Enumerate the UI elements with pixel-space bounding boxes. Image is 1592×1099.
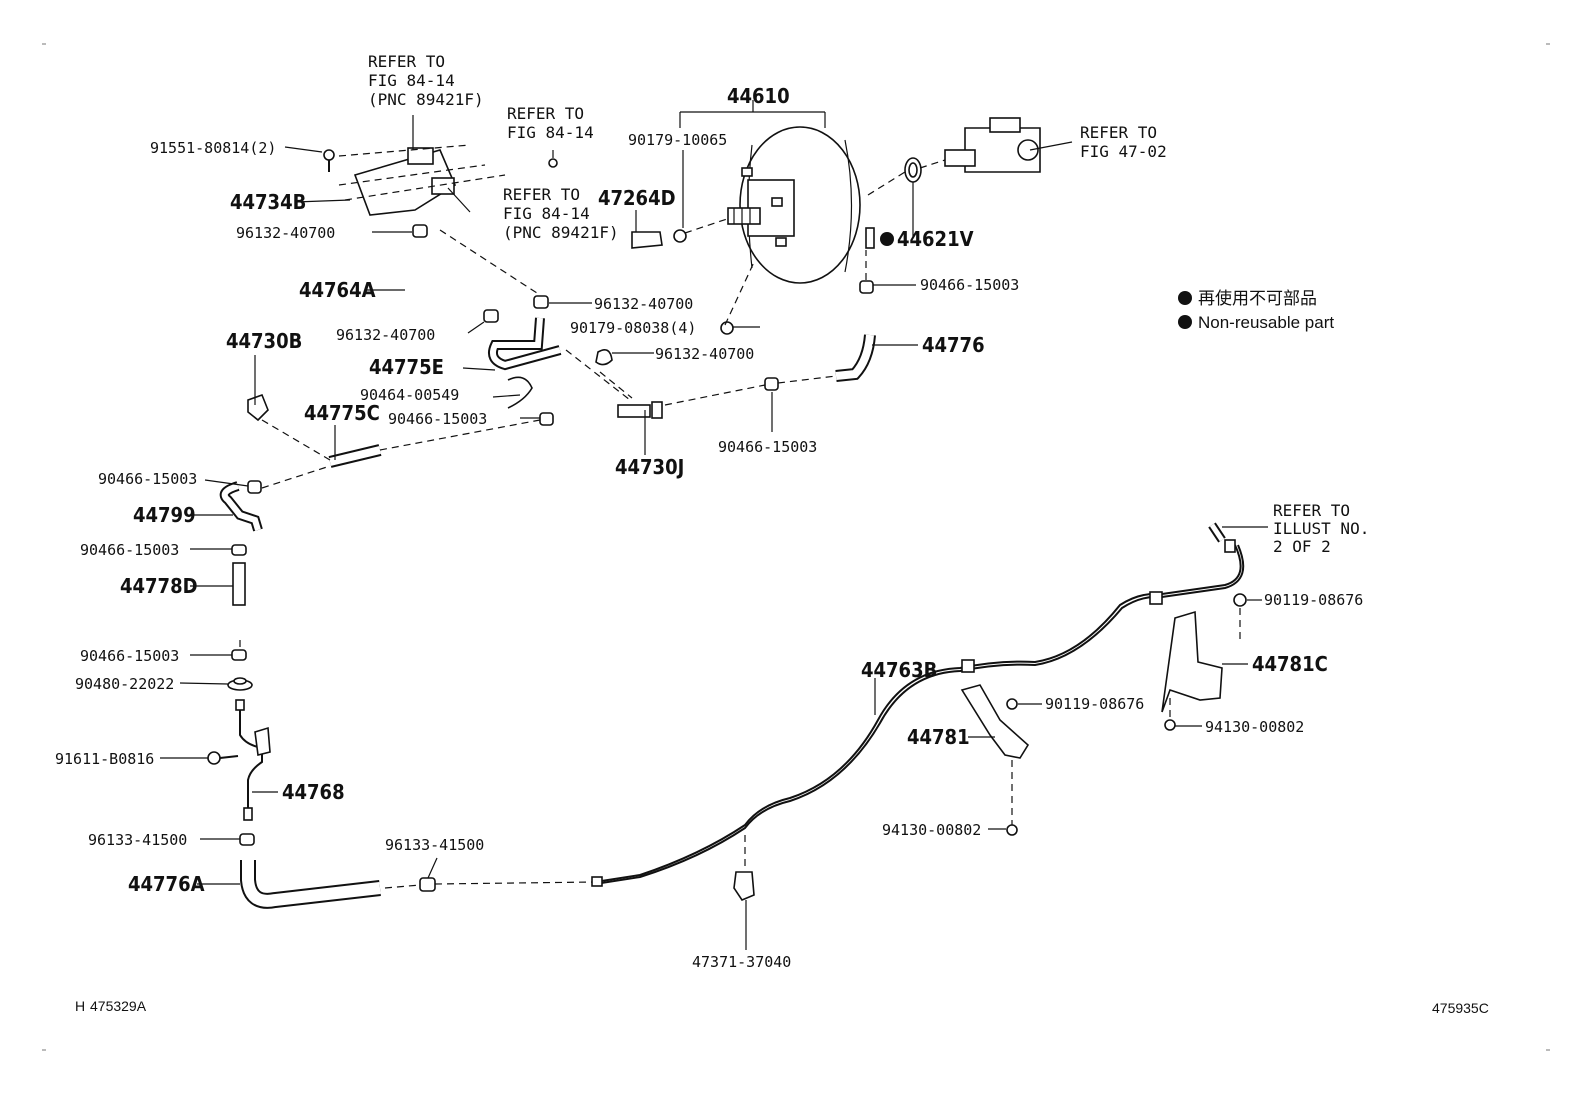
part-label-44775C: 44775C	[304, 401, 380, 425]
part-label-90466-e: 90466-15003	[718, 438, 817, 456]
refer-label-5-line2: ILLUST NO.	[1273, 519, 1369, 538]
part-label-90480: 90480-22022	[75, 675, 174, 693]
part-label-44734B: 44734B	[230, 190, 306, 214]
legend-text-en: Non-reusable part	[1198, 313, 1334, 332]
part-label-44621V: 44621V	[897, 227, 974, 251]
non-reusable-marker-icon	[880, 232, 894, 246]
part-label-44730J: 44730J	[615, 455, 684, 479]
part-label-96132-c: 96132-40700	[594, 295, 693, 313]
part-label-96132-a: 96132-40700	[236, 224, 335, 242]
part-label-44781: 44781	[907, 725, 970, 749]
refer-label-3-line1: REFER TO	[503, 185, 580, 204]
part-label-90179-a: 90179-10065	[628, 131, 727, 149]
part-label-96133-a: 96133-41500	[88, 831, 187, 849]
refer-label-2-line2: FIG 84-14	[507, 123, 594, 142]
refer-label-5-line1: REFER TO	[1273, 501, 1350, 520]
part-label-91551: 91551-80814(2)	[150, 139, 276, 157]
refer-label-4-line2: FIG 47-02	[1080, 142, 1167, 161]
part-label-47264D: 47264D	[598, 186, 676, 210]
legend: 再使用不可部品 Non-reusable part	[1178, 288, 1334, 332]
part-label-44764A: 44764A	[299, 278, 376, 302]
part-label-94130-a: 94130-00802	[882, 821, 981, 839]
refer-label-3-line2: FIG 84-14	[503, 204, 590, 223]
part-label-96133-b: 96133-41500	[385, 836, 484, 854]
refer-label-4-line1: REFER TO	[1080, 123, 1157, 142]
footer-prefix: H	[75, 998, 85, 1014]
footer-left-code: 475329A	[90, 998, 147, 1014]
part-label-44799: 44799	[133, 503, 196, 527]
refer-label-5-line3: 2 OF 2	[1273, 537, 1331, 556]
part-label-90466-d: 90466-15003	[80, 647, 179, 665]
part-label-96132-d: 96132-40700	[655, 345, 754, 363]
corner-marks	[42, 43, 1550, 1051]
brake-booster-drawing	[727, 117, 1041, 284]
part-label-44781C: 44781C	[1252, 652, 1328, 676]
part-label-44776: 44776	[922, 333, 985, 357]
footer-right-code: 475935C	[1432, 1000, 1489, 1016]
vacuum-pipe-drawing	[591, 522, 1247, 935]
part-label-47371: 47371-37040	[692, 953, 791, 971]
part-label-44778D: 44778D	[120, 574, 198, 598]
part-label-44730B: 44730B	[226, 329, 302, 353]
part-label-44776A: 44776A	[128, 872, 205, 896]
refer-label-3-line3: (PNC 89421F)	[503, 223, 619, 242]
part-label-90119-b: 90119-08676	[1264, 591, 1363, 609]
part-label-44768: 44768	[282, 780, 345, 804]
part-label-44775E: 44775E	[369, 355, 444, 379]
refer-label-1-line1: REFER TO	[368, 52, 445, 71]
part-label-90466-b: 90466-15003	[98, 470, 197, 488]
part-label-91611: 91611-B0816	[55, 750, 154, 768]
legend-text-jp: 再使用不可部品	[1198, 288, 1317, 308]
part-label-44610: 44610	[727, 84, 790, 108]
refer-label-2-line1: REFER TO	[507, 104, 584, 123]
part-label-94130-b: 94130-00802	[1205, 718, 1304, 736]
refer-label-1-line3: (PNC 89421F)	[368, 90, 484, 109]
refer-label-1-line2: FIG 84-14	[368, 71, 455, 90]
part-label-90119-a: 90119-08676	[1045, 695, 1144, 713]
part-label-90466-f: 90466-15003	[920, 276, 1019, 294]
leader-lines	[160, 100, 1268, 950]
footer: H 475329A 475935C	[75, 998, 1489, 1016]
part-label-90464: 90464-00549	[360, 386, 459, 404]
part-labels: REFER TO FIG 84-14 (PNC 89421F) REFER TO…	[55, 52, 1369, 971]
part-label-96132-b: 96132-40700	[336, 326, 435, 344]
part-label-90466-c: 90466-15003	[80, 541, 179, 559]
part-label-90466-a: 90466-15003	[388, 410, 487, 428]
part-label-44763B: 44763B	[861, 658, 937, 682]
hose-assembly-drawing	[207, 144, 946, 909]
part-label-90179-b: 90179-08038(4)	[570, 319, 696, 337]
legend-bullet-icon	[1178, 291, 1192, 305]
legend-bullet-icon	[1178, 315, 1192, 329]
